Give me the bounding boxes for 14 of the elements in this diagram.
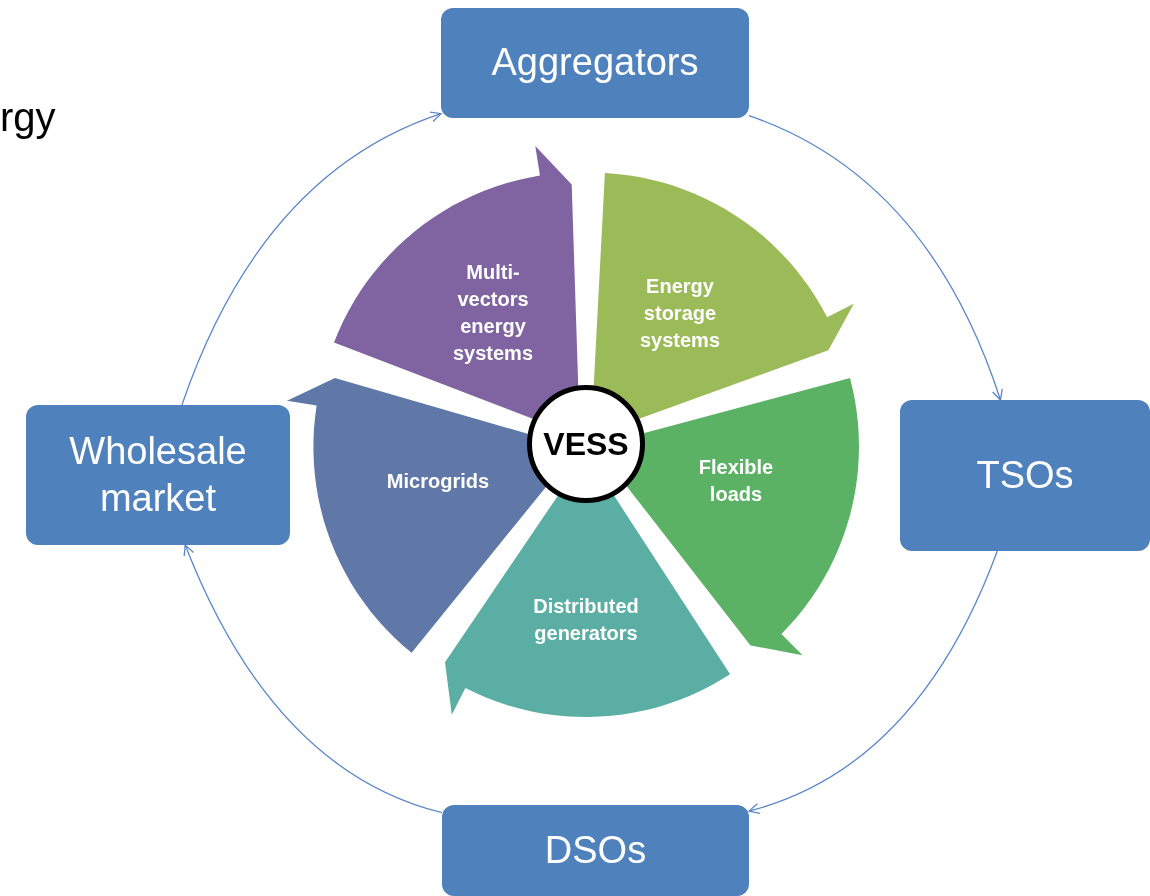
stakeholder-box: DSOs	[442, 805, 749, 896]
curved-arrow	[181, 111, 442, 406]
stakeholder-box: TSOs	[900, 400, 1150, 551]
segment-label: Energy storage systems	[638, 273, 721, 353]
segment-label: Flexible loads	[697, 455, 775, 507]
segment-label: Microgrids	[385, 468, 491, 494]
text-fragment: rgy	[0, 95, 56, 140]
curved-arrow	[183, 544, 443, 814]
curved-arrow	[748, 550, 998, 814]
stakeholder-box: Wholesale market	[26, 405, 290, 545]
stakeholder-box: Aggregators	[441, 8, 749, 118]
segment-label: Multi-vectors energy systems	[451, 260, 534, 366]
curved-arrow	[748, 115, 1003, 401]
segment-label: Distributed generators	[532, 594, 640, 646]
